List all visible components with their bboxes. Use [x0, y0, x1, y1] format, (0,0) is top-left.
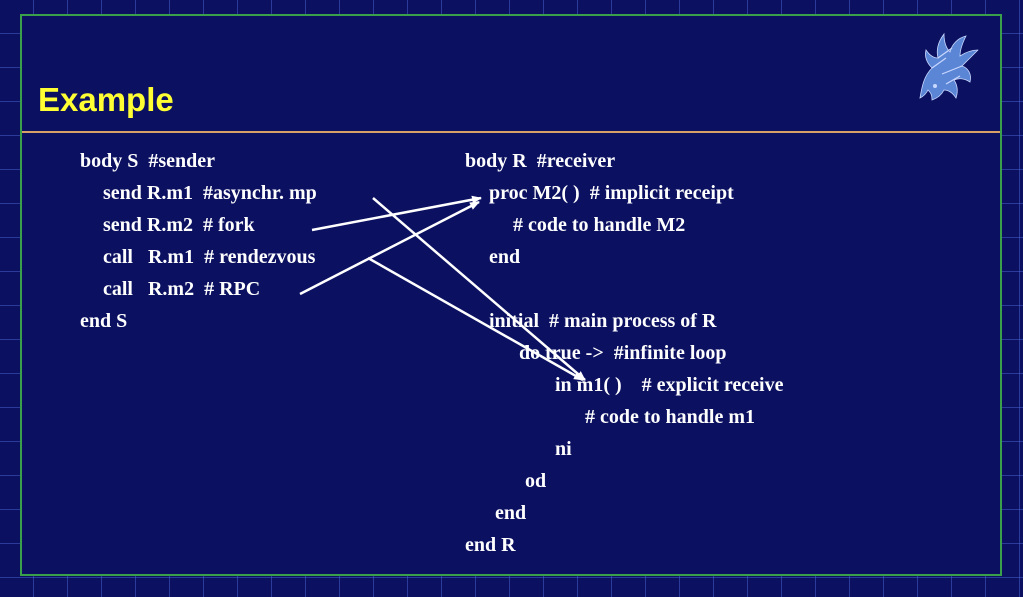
- receiver-line-12: end R: [465, 534, 516, 556]
- receiver-line-7: in m1( ) # explicit receive: [555, 374, 784, 396]
- receiver-line-4: end: [489, 246, 521, 268]
- sender-line-2: send R.m1 #asynchr. mp: [103, 182, 317, 204]
- receiver-line-1: body R #receiver: [465, 150, 616, 172]
- title-divider: [22, 131, 1000, 133]
- receiver-line-6: do true -> #infinite loop: [519, 342, 727, 364]
- receiver-line-5: initial # main process of R: [489, 310, 717, 332]
- griffin-logo-icon: [919, 32, 979, 101]
- sender-line-4: call R.m1 # rendezvous: [103, 246, 316, 268]
- receiver-line-2: proc M2( ) # implicit receipt: [489, 182, 734, 204]
- receiver-line-11: end: [495, 502, 527, 524]
- receiver-line-10: od: [525, 470, 547, 492]
- sender-line-1: body S #sender: [80, 150, 216, 172]
- slide-title: Example: [38, 81, 174, 118]
- sender-line-3: send R.m2 # fork: [103, 214, 255, 236]
- receiver-line-9: ni: [555, 438, 572, 460]
- receiver-line-8: # code to handle m1: [585, 406, 755, 428]
- receiver-line-3: # code to handle M2: [513, 214, 686, 236]
- sender-line-6: end S: [80, 310, 128, 332]
- sender-line-5: call R.m2 # RPC: [103, 278, 261, 300]
